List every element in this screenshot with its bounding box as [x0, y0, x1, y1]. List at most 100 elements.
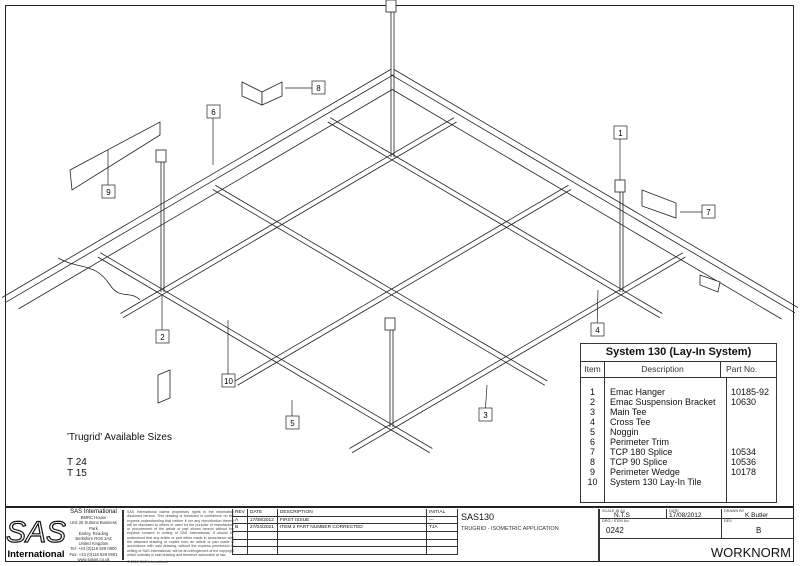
copyright: © 2012 SAS International [127, 560, 168, 565]
hanger-bracket [614, 179, 626, 193]
revision-cell: --- [426, 516, 458, 525]
sas-logo: SAS International [5, 508, 66, 564]
callout-box [155, 329, 170, 344]
main-tee [237, 189, 572, 386]
address-line: BMRC House [80, 515, 107, 521]
cross-tee [97, 256, 431, 454]
callout-box [221, 373, 236, 388]
cross-tee [215, 184, 548, 382]
parts-description: Noggin [610, 427, 639, 437]
parts-row: 6 Perimeter Trim [581, 437, 776, 447]
address-line: United Kingdom [78, 541, 109, 547]
parts-part-no [726, 407, 776, 417]
main-tee [234, 184, 569, 382]
address-line: Berkshire RG6 1AZ [75, 536, 112, 542]
callout-label: 2 [160, 333, 165, 342]
cross-tee [122, 121, 457, 319]
splice-part [699, 274, 721, 293]
parts-part-no [726, 417, 776, 427]
brand-name: WORKNORM [710, 545, 791, 560]
perimeter-trim [393, 69, 799, 308]
callout-label: 9 [106, 188, 111, 197]
parts-description: System 130 Lay-In Tile [610, 477, 702, 487]
header-part-no: Part No. [726, 364, 758, 374]
parts-row: 10 System 130 Lay-In Tile [581, 477, 776, 487]
parts-item: 2 [589, 397, 595, 407]
revision-cell [426, 546, 458, 556]
scale-label: SCALE @ A3 [602, 509, 625, 513]
perimeter-trim [4, 74, 395, 304]
revision-cell: B [232, 523, 248, 533]
parts-part-no [726, 437, 776, 447]
revision-cell: TJA [426, 523, 458, 533]
parts-table-title: System 130 (Lay-In System) [581, 344, 776, 362]
drawn-by-label: DRAWN BY [724, 509, 745, 513]
callout-box [206, 104, 221, 119]
revision-cell [246, 546, 278, 556]
callout-box [613, 125, 628, 140]
callout-box [701, 204, 716, 219]
cross-tee [351, 256, 686, 454]
revision-cell [426, 531, 458, 540]
splice-180-part [641, 189, 677, 219]
perimeter-wedge-part [69, 121, 161, 191]
parts-description: TCP 90 Splice [610, 457, 668, 467]
parts-part-no: 10534 [731, 447, 757, 457]
revision-cell [426, 539, 458, 548]
parts-part-no: 10178 [731, 467, 757, 477]
parts-part-no: 10630 [731, 397, 757, 407]
revision-row [232, 531, 458, 540]
revision-cell [232, 539, 248, 548]
drg-label: DRG / ITEM No. [602, 519, 630, 523]
drg-number: 0242 [606, 526, 624, 535]
callout-box [478, 407, 493, 422]
disclaimer-text: SAS International claims proprietary rig… [127, 510, 234, 557]
cross-tee [120, 117, 455, 314]
disclaimer: SAS International claims proprietary rig… [122, 510, 234, 564]
title-block: SAS International SAS International BMRC… [5, 506, 794, 564]
revision-cell: 17/08/2012 [246, 516, 278, 525]
rev-label: REV [724, 519, 732, 523]
tile-edge [57, 257, 141, 301]
parts-description: Cross Tee [610, 417, 651, 427]
callout-label: 3 [483, 411, 488, 420]
sizes-title: 'Trugrid' Available Sizes [67, 432, 172, 443]
callout-label: 1 [618, 129, 623, 138]
rev-value: B [756, 526, 762, 535]
initial-header: INITIAL [426, 509, 458, 517]
size-item: T 24 [67, 457, 87, 468]
parts-part-no: 10536 [731, 457, 757, 467]
splice-90-part [261, 81, 283, 106]
project-description: TRUGRID - ISOMETRIC APPLICATION [461, 526, 559, 532]
address-line: Fax: +44 (0)118 929 0901 [69, 551, 118, 557]
revision-cell [232, 531, 248, 540]
svg-text:SAS: SAS [6, 516, 66, 549]
date-header: DATE [246, 509, 278, 517]
address-line: Earley, Reading [78, 530, 109, 536]
parts-table-header: Item Description Part No. [581, 362, 776, 378]
revision-cell [246, 539, 278, 548]
parts-item: 6 [589, 437, 595, 447]
parts-item: 10 [587, 477, 598, 487]
parts-row: 8 TCP 90 Splice 10536 [581, 457, 776, 467]
parts-description: Perimeter Trim [610, 437, 670, 447]
callout-box [285, 415, 300, 430]
callout-label: 10 [224, 377, 233, 386]
drawn-by-value: K Butler [745, 512, 769, 519]
callout-box [311, 80, 326, 95]
callout-label: 8 [316, 84, 321, 93]
suspension-bracket-part [157, 369, 171, 404]
cross-tee [212, 189, 546, 386]
parts-item: 7 [589, 447, 595, 457]
parts-item: 8 [589, 457, 595, 467]
perimeter-trim-inner [18, 89, 782, 320]
hanger-bracket [384, 317, 396, 331]
